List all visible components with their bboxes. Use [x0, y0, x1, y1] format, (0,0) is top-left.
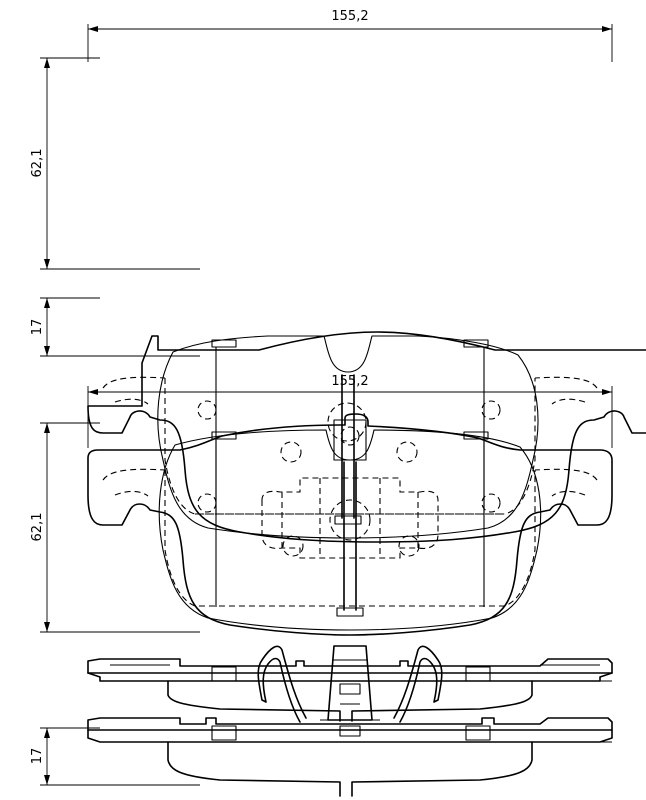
top-height-label: 62,1: [30, 149, 45, 178]
bottom-thickness-dimension: 17: [30, 727, 200, 786]
top-width-label: 155,2: [331, 9, 368, 24]
bottom-thickness-label: 17: [30, 748, 45, 765]
bottom-pad-side-view: [87, 645, 613, 797]
spring-clip: [257, 645, 443, 723]
top-pad-side-view: [87, 658, 613, 722]
bottom-height-label: 62,1: [30, 513, 45, 542]
bottom-height-dimension: 62,1: [30, 422, 200, 633]
bottom-pad-front-view: [87, 413, 613, 636]
top-height-dimension: 62,1: [30, 57, 200, 270]
top-thickness-label: 17: [30, 319, 45, 336]
top-thickness-dimension: 17: [30, 297, 200, 357]
top-width-dimension: 155,2: [87, 9, 613, 62]
bottom-width-dimension: 155,2: [87, 374, 613, 448]
bottom-width-label: 155,2: [331, 374, 368, 389]
